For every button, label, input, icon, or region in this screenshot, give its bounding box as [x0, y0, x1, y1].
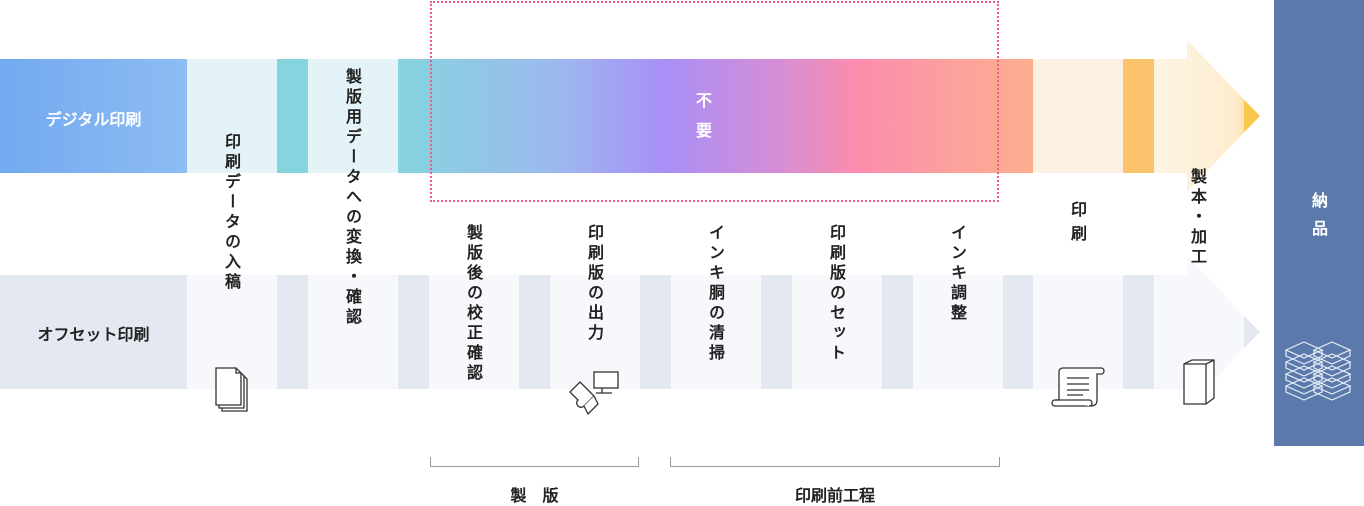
- group-label-prepress: 印刷前工程: [794, 486, 875, 505]
- digital-step-print: [1033, 59, 1123, 173]
- offset-cell-4: [550, 275, 640, 389]
- offset-sep-8: [1123, 275, 1154, 389]
- step-plate-set: 印刷版のセット: [827, 224, 846, 364]
- offset-cell-6: [792, 275, 882, 389]
- offset-arrow: [1154, 256, 1260, 408]
- digital-step-print-data: [187, 59, 277, 173]
- offset-sep-4: [640, 275, 671, 389]
- document-stack-icon: [215, 367, 248, 412]
- digital-unneeded-gradient: [398, 59, 1033, 173]
- scroll-print-icon: [1051, 367, 1105, 407]
- step-binding: 製本・加工: [1188, 168, 1207, 268]
- offset-sep-1: [277, 275, 308, 389]
- offset-sep-6: [882, 275, 913, 389]
- unneeded-dotted-box: [430, 1, 999, 202]
- offset-sep-5: [761, 275, 792, 389]
- plate-monitor-icon: [569, 371, 619, 416]
- digital-arrow: [1154, 40, 1260, 192]
- bracket-plate-making: [430, 457, 639, 467]
- bracket-prepress: [670, 457, 1000, 467]
- offset-cell-5: [671, 275, 761, 389]
- offset-cell-7: [913, 275, 1003, 389]
- offset-band: [0, 275, 187, 389]
- step-delivery: 納品: [1309, 192, 1328, 248]
- unneeded-label: 不要: [693, 92, 712, 152]
- step-convert: 製版用データへの変換・確認: [343, 68, 362, 328]
- group-label-plate-making: 製 版: [510, 486, 559, 505]
- offset-cell-3: [429, 275, 519, 389]
- stacked-books-icon: [1284, 341, 1352, 401]
- book-icon: [1183, 359, 1215, 405]
- digital-band: [0, 59, 187, 173]
- step-proof: 製版後の校正確認: [464, 224, 483, 384]
- digital-divider-2: [1123, 59, 1154, 173]
- step-print-data: 印刷データの入稿: [222, 133, 241, 293]
- offset-sep-3: [519, 275, 550, 389]
- row-label-offset: オフセット印刷: [37, 325, 150, 344]
- row-label-digital: デジタル印刷: [45, 110, 142, 129]
- step-plate-output: 印刷版の出力: [585, 224, 604, 344]
- digital-divider-1: [277, 59, 308, 173]
- offset-sep-7: [1003, 275, 1033, 389]
- digital-step-convert: [308, 59, 398, 173]
- offset-sep-2: [398, 275, 429, 389]
- offset-cell-2: [308, 275, 398, 389]
- step-ink-clean: インキ胴の清掃: [706, 224, 725, 364]
- step-print: 印刷: [1068, 201, 1087, 249]
- step-ink-adjust: インキ調整: [948, 224, 967, 324]
